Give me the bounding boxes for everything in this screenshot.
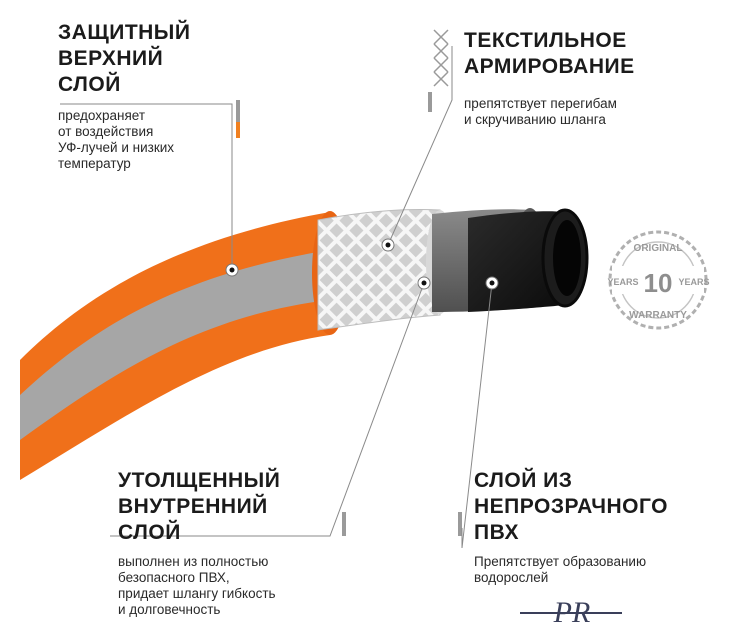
badge-right-text: YEARS — [678, 277, 709, 287]
warranty-badge: ORIGINAL WARRANTY 10 YEARS YEARS — [607, 230, 710, 330]
hose-outer-orange — [20, 212, 330, 480]
textile-lattice-icon — [433, 29, 449, 87]
hose-grey-stripe — [20, 250, 330, 440]
leader-line-reinforcement — [387, 46, 453, 246]
reinforcement-description: препятствует перегибам и скручиванию шла… — [464, 96, 617, 127]
marker-inner-layer — [417, 276, 431, 290]
leader-line-opaque-layer — [461, 282, 493, 549]
reinforcement-title: ТЕКСТИЛЬНОЕ АРМИРОВАНИЕ — [464, 29, 635, 78]
marker-opaque-layer — [485, 276, 499, 290]
textile-mesh-layer — [317, 208, 441, 331]
badge-top-text: ORIGINAL — [634, 243, 683, 254]
marker-top-layer — [225, 263, 239, 277]
opaque-layer-title: СЛОЙ ИЗ НЕПРОЗРАЧНОГО ПВХ — [474, 469, 668, 544]
badge-left-text: YEARS — [607, 277, 638, 287]
badge-number: 10 — [644, 268, 673, 298]
leader-line-inner-layer — [110, 282, 425, 537]
badge-bottom-text: WARRANTY — [629, 310, 687, 321]
top-layer-title: ЗАЩИТНЫЙ ВЕРХНИЙ СЛОЙ — [58, 21, 191, 96]
opaque-layer-description: Препятствует образованию водорослей — [474, 554, 647, 585]
marker-reinforcement — [381, 238, 395, 252]
inner-layer-title: УТОЛЩЕННЫЙ ВНУТРЕННИЙ СЛОЙ — [118, 469, 281, 544]
top-layer-description: предохраняет от воздействия УФ-лучей и н… — [58, 108, 175, 171]
inner-layer-description: выполнен из полностью безопасного ПВХ, п… — [118, 554, 276, 617]
brand-logo: PR — [520, 596, 622, 629]
leader-line-top-layer — [60, 103, 233, 270]
